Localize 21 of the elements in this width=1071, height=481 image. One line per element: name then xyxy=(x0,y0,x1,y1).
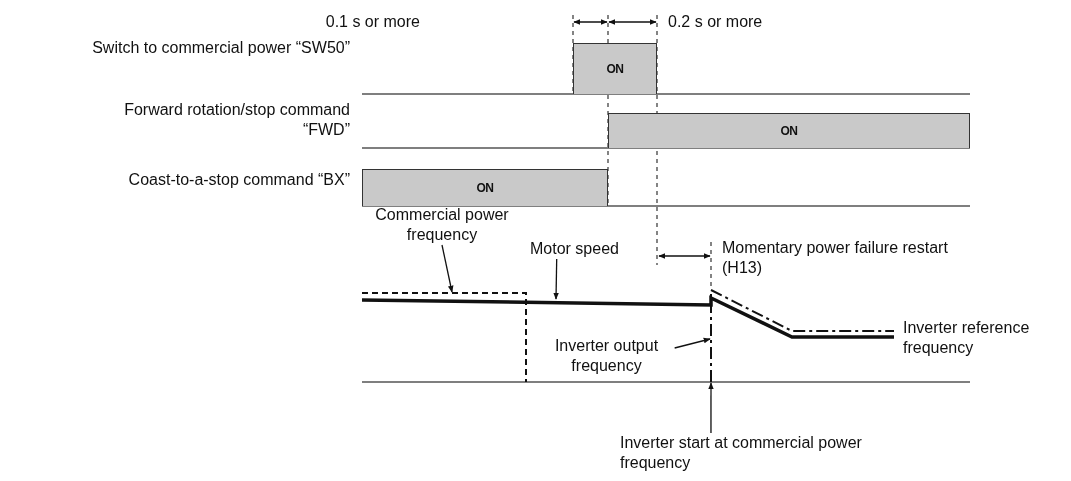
on-pulse: ON xyxy=(573,43,657,94)
leader-line xyxy=(441,244,454,293)
annotation-text: Motor speed xyxy=(530,239,619,259)
duration-label: 0.2 s or more xyxy=(668,12,763,32)
commercial-frequency-line xyxy=(361,292,527,383)
leader-line xyxy=(674,337,711,349)
on-pulse: ON xyxy=(362,169,608,206)
on-pulse: ON xyxy=(608,113,970,148)
signal-name: Forward rotation/stop command “FWD” xyxy=(123,100,350,140)
leader-line xyxy=(708,382,714,434)
signal-name: Switch to commercial power “SW50” xyxy=(91,38,350,58)
signal-name: Coast-to-a-stop command “BX” xyxy=(127,170,350,190)
annotation-text: Commercial power frequency xyxy=(352,205,532,245)
duration-label: 0.1 s or more xyxy=(324,12,420,32)
inverter-output-frequency-curve xyxy=(710,288,895,383)
annotation-text: Momentary power failure restart (H13) xyxy=(722,238,949,278)
motor-speed-curve xyxy=(361,295,894,339)
leader-line xyxy=(553,258,559,300)
annotation-text: Inverter reference frequency xyxy=(903,318,1031,358)
annotation-text: Inverter output frequency xyxy=(534,336,679,376)
annotation-text: Inverter start at commercial power frequency xyxy=(620,433,890,473)
